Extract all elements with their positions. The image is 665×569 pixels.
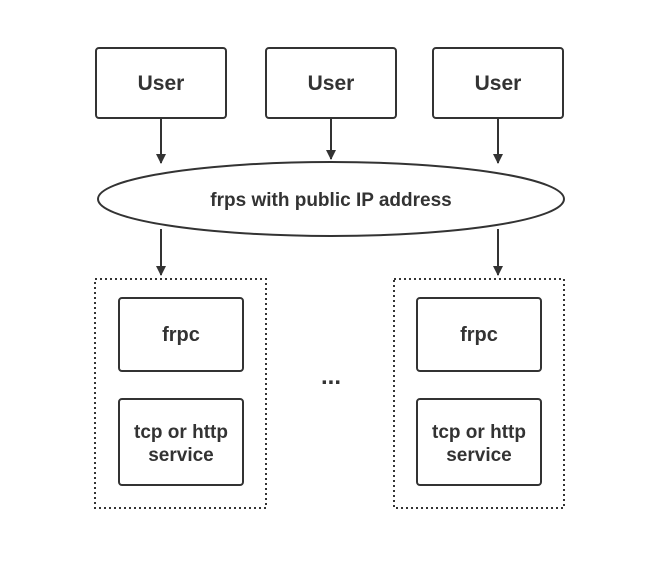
client-group-1: frpc tcp or http service <box>94 278 267 509</box>
client-group-2: frpc tcp or http service <box>393 278 565 509</box>
service-label-2-line2: service <box>446 445 512 466</box>
frpc-label-2: frpc <box>460 324 498 346</box>
ellipsis-indicator: ... <box>321 363 341 390</box>
service-node-2: tcp or http service <box>416 398 542 486</box>
frps-server-label: frps with public IP address <box>210 190 451 211</box>
user-node-3: User <box>432 47 564 119</box>
user-node-2: User <box>265 47 397 119</box>
frps-server-node: frps with public IP address <box>97 161 565 237</box>
frpc-label-1: frpc <box>162 324 200 346</box>
service-label-2-line1: tcp or http <box>432 422 526 443</box>
user-label-2: User <box>308 72 355 95</box>
user-node-1: User <box>95 47 227 119</box>
service-label-1-line1: tcp or http <box>134 422 228 443</box>
frpc-node-1: frpc <box>118 297 244 372</box>
user-label-1: User <box>138 72 185 95</box>
service-node-1: tcp or http service <box>118 398 244 486</box>
service-label-1-line2: service <box>148 445 214 466</box>
frpc-node-2: frpc <box>416 297 542 372</box>
client-group-2-border <box>393 278 565 509</box>
user-label-3: User <box>475 72 522 95</box>
client-group-1-border <box>94 278 267 509</box>
